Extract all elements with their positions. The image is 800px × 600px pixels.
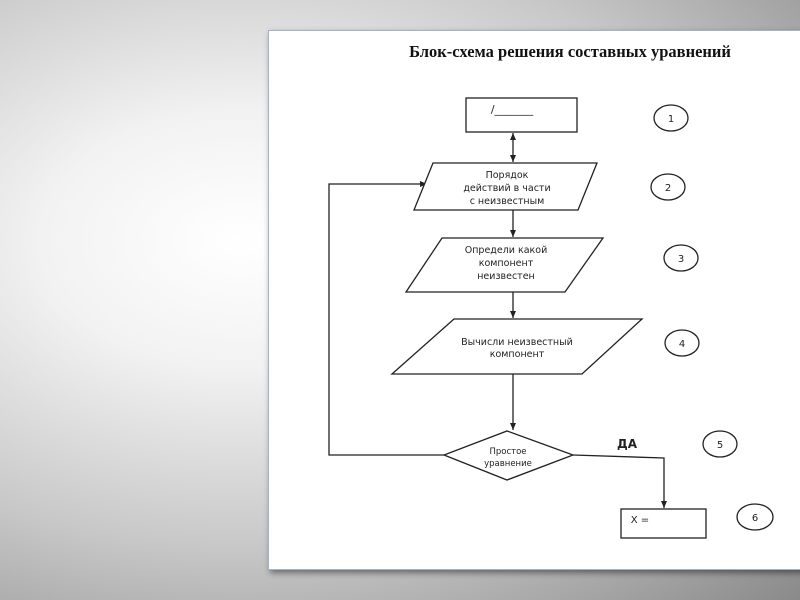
- block-2-line: Порядок: [486, 170, 529, 181]
- loop-connector: [328, 181, 444, 456]
- number-6: 6: [752, 513, 758, 524]
- yes-label: ДА: [617, 437, 638, 451]
- block-3-line: компонент: [479, 258, 534, 269]
- block-6-output: [620, 508, 707, 539]
- number-circle-4: [664, 329, 700, 357]
- block-6-text: X =: [631, 515, 649, 526]
- block-4-line: Вычисли неизвестный: [461, 337, 573, 348]
- number-2: 2: [665, 183, 671, 194]
- number-3: 3: [678, 254, 684, 265]
- block-3-line: неизвестен: [477, 271, 535, 282]
- block-5-line: Простое: [489, 447, 526, 457]
- block-4-line: компонент: [490, 349, 545, 360]
- block-3-line: Определи какой: [465, 245, 548, 256]
- block-1-start: [465, 97, 578, 133]
- number-circle-1: [653, 104, 689, 132]
- block-2-parallelogram: [413, 162, 598, 211]
- number-circle-6: [736, 503, 774, 531]
- number-circle-2: [650, 173, 686, 201]
- diagram-title: Блок-схема решения составных уравнений: [409, 42, 731, 61]
- block-2-line: действий в части: [463, 183, 550, 194]
- number-5: 5: [717, 440, 723, 451]
- block-4-parallelogram: [390, 318, 644, 375]
- number-1: 1: [668, 114, 674, 125]
- block-3-parallelogram: [404, 237, 605, 293]
- number-4: 4: [679, 339, 685, 350]
- number-circle-5: [702, 430, 738, 458]
- block-2-line: с неизвестным: [470, 196, 545, 207]
- block-1-text: /_______: [491, 103, 534, 116]
- yes-connector: [572, 454, 667, 508]
- number-circle-3: [663, 244, 699, 272]
- block-5-decision: [442, 430, 575, 481]
- block-5-line: уравнение: [484, 459, 532, 469]
